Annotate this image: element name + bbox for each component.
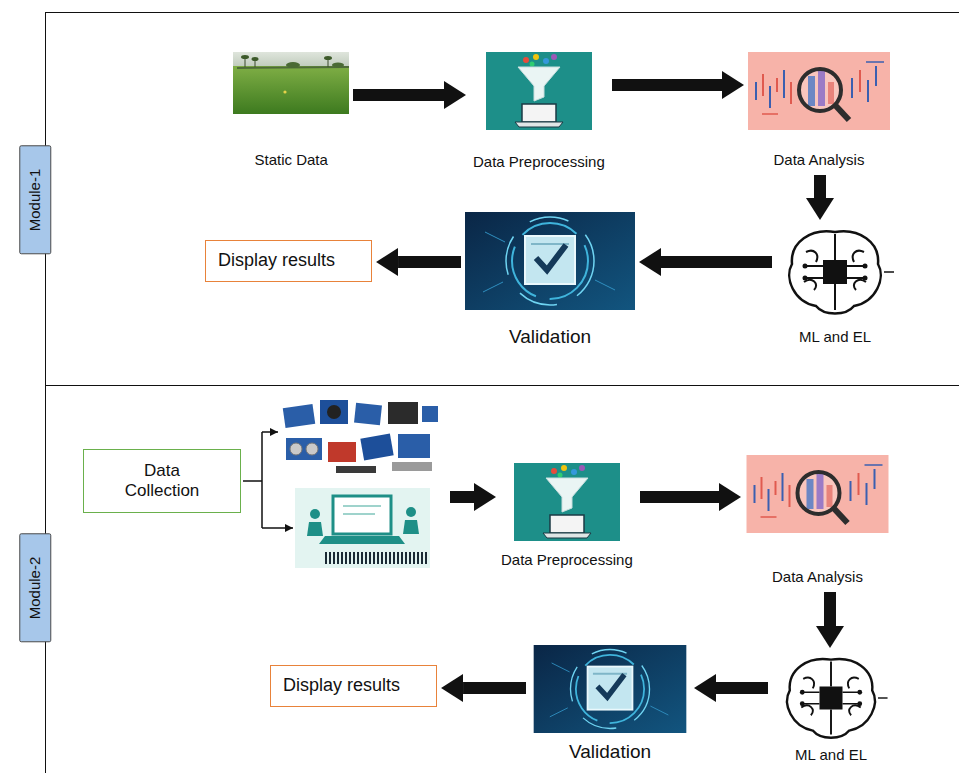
image-node: ML and EL (776, 224, 894, 348)
flow-arrow (353, 89, 444, 101)
flow-arrow (824, 592, 836, 626)
box-text: Display results (283, 675, 400, 697)
result-box: Display results (270, 665, 437, 707)
brain-icon (774, 652, 887, 744)
image-caption: Data Analysis (774, 151, 865, 169)
result-box: Display results (205, 240, 372, 282)
flow-arrow (612, 79, 722, 91)
box-text: Data Collection (106, 461, 218, 502)
funnel-icon (486, 52, 592, 130)
flow-arrow (463, 682, 526, 694)
image-node: Static Data (233, 52, 349, 171)
image-caption: Validation (509, 326, 591, 349)
image-caption: Data Preprocessing (501, 551, 633, 569)
validation-icon (534, 645, 687, 733)
source-box: Data Collection (83, 449, 241, 514)
image-caption: ML and EL (795, 746, 867, 764)
analysis-icon (747, 455, 889, 533)
image-node: Validation (530, 645, 690, 766)
image-node: Data Analysis (748, 52, 890, 171)
funnel-icon (514, 463, 620, 541)
image-node: ML and EL (772, 652, 890, 766)
analysis-icon (748, 52, 890, 130)
image-caption: ML and EL (799, 328, 871, 346)
image-node: Data Preprocessing (470, 52, 608, 173)
flow-arrow (398, 256, 461, 268)
image-caption: Static Data (255, 151, 328, 169)
branch-arrow (262, 431, 278, 433)
image-caption: Validation (569, 741, 651, 764)
module-panel: Module-1Static DataData PreprocessingDat… (45, 12, 959, 385)
laptop-icon (295, 488, 430, 568)
flow-arrow (814, 175, 826, 198)
image-node: Validation (465, 212, 635, 351)
module-label: Module-2 (19, 534, 51, 643)
brain-icon (776, 224, 894, 320)
branch-bracket (243, 432, 262, 528)
image-node: Data Preprocessing (498, 462, 636, 571)
flow-arrow (661, 256, 772, 268)
flow-arrow (450, 491, 474, 503)
branch-arrow (262, 527, 293, 529)
sensor-photo (280, 398, 440, 476)
flow-arrow (640, 491, 719, 503)
box-text: Display results (218, 250, 335, 272)
validation-icon (465, 212, 635, 310)
field-photo (233, 52, 349, 114)
module-label: Module-1 (19, 146, 51, 255)
image-node: Data Analysis (745, 455, 890, 588)
image-caption: Data Analysis (772, 568, 863, 586)
flow-arrow (716, 682, 768, 694)
image-caption: Data Preprocessing (473, 153, 605, 171)
module-panel: Module-2Data CollectionData Preprocessin… (45, 385, 959, 773)
